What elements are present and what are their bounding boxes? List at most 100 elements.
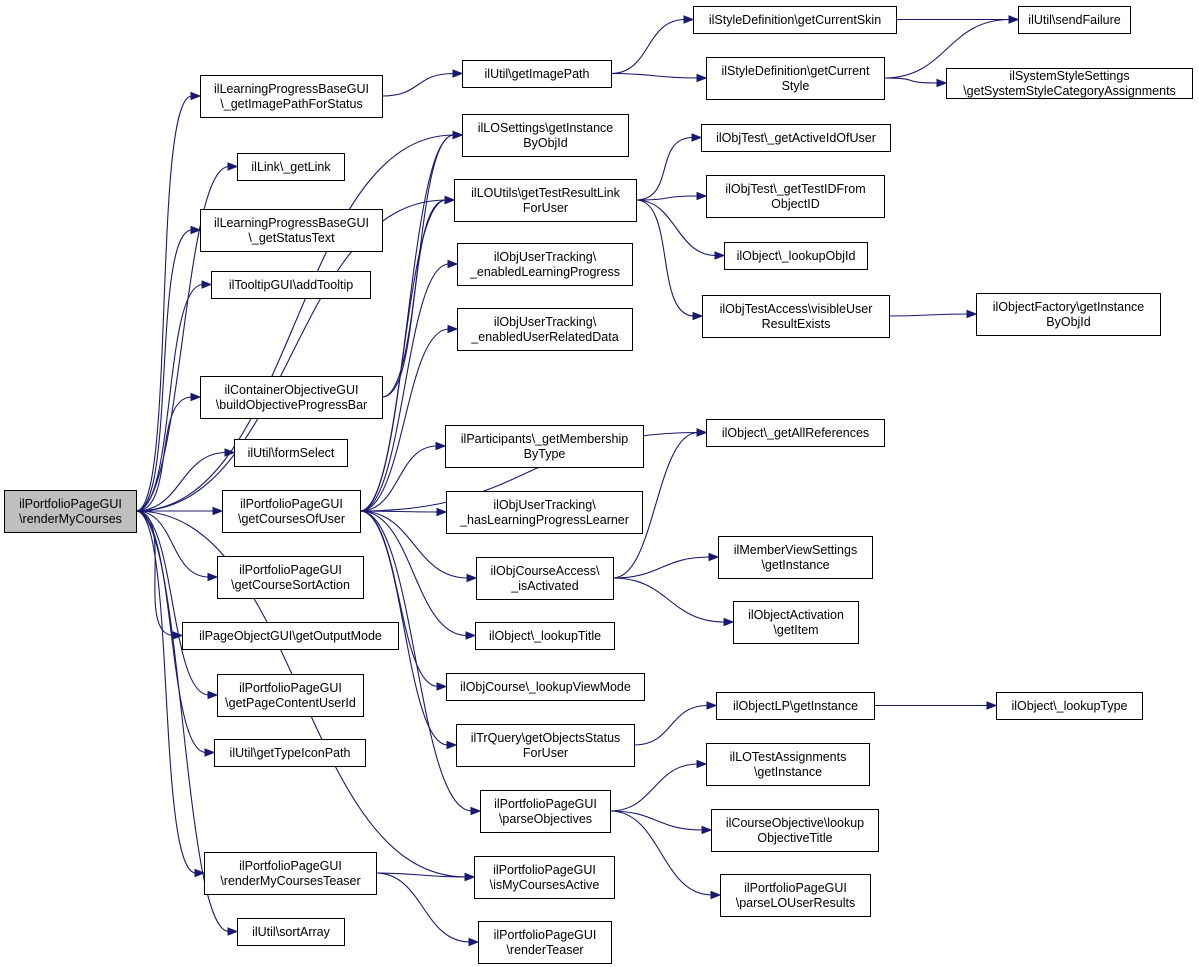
graph-node[interactable]: ilTooltipGUI\addTooltip	[211, 271, 371, 299]
call-edge	[612, 556, 711, 579]
graph-node[interactable]: ilPortfolioPageGUI\getCourseSortAction	[217, 556, 364, 599]
node-label: ilCourseObjective\lookup	[726, 816, 864, 830]
node-label: ForUser	[523, 746, 568, 760]
arrowhead	[204, 748, 216, 757]
node-box	[718, 536, 873, 579]
graph-node[interactable]: ilLink\_getLink	[237, 153, 345, 181]
node-label: ilObject\_getAllReferences	[722, 426, 869, 440]
node-box	[711, 809, 879, 852]
graph-node[interactable]: ilPortfolioPageGUI\renderMyCoursesTeaser	[204, 852, 377, 895]
node-label: \renderTeaser	[506, 943, 583, 957]
node-box	[706, 57, 885, 100]
call-edge	[135, 396, 193, 512]
node-label: ilPortfolioPageGUI	[493, 863, 596, 877]
arrowhead	[207, 690, 219, 700]
node-label: ilObjTestAccess\visibleUser	[720, 302, 873, 316]
graph-node[interactable]: ilUtil\sendFailure	[1018, 6, 1131, 34]
graph-node[interactable]: ilObjUserTracking\_enabledLearningProgre…	[457, 243, 633, 286]
graph-node[interactable]: ilPortfolioPageGUI\getPageContentUserId	[217, 674, 364, 717]
node-label: \getCoursesOfUser	[238, 512, 345, 526]
arrowhead	[708, 552, 720, 562]
node-label: ResultExists	[762, 317, 831, 331]
node-box	[701, 124, 891, 152]
graph-node[interactable]: ilSystemStyleSettings\getSystemStyleCate…	[946, 68, 1193, 99]
node-label: ilPortfolioPageGUI	[494, 928, 597, 942]
call-edge	[610, 72, 699, 79]
arrowhead	[452, 130, 464, 140]
graph-node[interactable]: ilStyleDefinition\getCurrentSkin	[693, 6, 897, 34]
node-box	[733, 601, 859, 644]
node-label: \_getImagePathForStatus	[220, 97, 362, 111]
graph-node[interactable]: ilObjUserTracking\_enabledUserRelatedDat…	[457, 308, 633, 351]
node-label: ilSystemStyleSettings	[1009, 69, 1129, 83]
arrowhead	[706, 701, 718, 710]
call-edge	[135, 283, 204, 512]
call-edge	[359, 134, 455, 512]
graph-node[interactable]: ilPortfolioPageGUI\renderTeaser	[478, 921, 612, 964]
node-label: \getPageContentUserId	[225, 696, 356, 710]
graph-node[interactable]: ilObjCourseAccess\_isActivated	[476, 557, 614, 600]
graph-node[interactable]: ilPortfolioPageGUI\isMyCoursesActive	[474, 856, 615, 899]
arrowhead	[468, 937, 480, 947]
node-label: ilObjTest\_getTestIDFrom	[725, 182, 865, 196]
graph-node[interactable]: ilObjectLP\getInstance	[716, 692, 875, 720]
call-edge	[135, 510, 210, 696]
node-label: ilUtil\sendFailure	[1028, 13, 1120, 27]
node-label: ilUtil\getTypeIconPath	[230, 746, 351, 760]
graph-node[interactable]: ilUtil\getTypeIconPath	[214, 739, 366, 767]
graph-node[interactable]: ilLearningProgressBaseGUI\_getImagePathF…	[200, 75, 383, 118]
node-label: ilTooltipGUI\addTooltip	[229, 278, 353, 292]
graph-node[interactable]: ilObjectActivation\getItem	[733, 601, 859, 644]
call-edge	[359, 328, 450, 512]
nodes-layer: ilPortfolioPageGUI\renderMyCourses ilLear…	[4, 6, 1193, 964]
graph-node[interactable]: ilObjUserTracking\_hasLearningProgressLe…	[446, 491, 643, 534]
graph-node[interactable]: ilObject\_lookupType	[996, 692, 1143, 720]
graph-node[interactable]: ilContainerObjectiveGUI\buildObjectivePr…	[200, 376, 383, 419]
graph-node[interactable]: ilLOTestAssignments\getInstance	[706, 743, 870, 786]
call-edge	[375, 872, 471, 943]
graph-node[interactable]: ilPortfolioPageGUI\parseLOUserResults	[720, 874, 871, 917]
node-label: ilObject\_lookupType	[1011, 699, 1127, 713]
call-edge	[609, 763, 699, 812]
graph-node[interactable]: ilUtil\sortArray	[237, 918, 345, 946]
arrowhead	[452, 69, 464, 78]
graph-node[interactable]: ilObjCourse\_lookupViewMode	[446, 673, 645, 701]
node-box	[237, 153, 345, 181]
graph-node[interactable]: ilPortfolioPageGUI\renderMyCourses	[4, 490, 137, 533]
arrowhead	[696, 73, 708, 83]
graph-node[interactable]: ilObject\_lookupTitle	[475, 622, 615, 650]
node-box	[182, 622, 399, 650]
arrowhead	[447, 259, 459, 269]
node-box	[724, 242, 868, 270]
graph-node[interactable]: ilPortfolioPageGUI\parseObjectives	[480, 790, 611, 833]
graph-node[interactable]: ilLearningProgressBaseGUI\_getStatusText	[200, 209, 383, 252]
arrowhead	[172, 631, 184, 640]
node-label: ForUser	[523, 201, 568, 215]
node-label: \renderMyCoursesTeaser	[220, 874, 360, 888]
graph-node[interactable]: ilUtil\getImagePath	[462, 60, 612, 88]
arrowhead	[190, 91, 202, 101]
graph-node[interactable]: ilPortfolioPageGUI\getCoursesOfUser	[222, 490, 361, 533]
node-label: ilObject\_lookupObjId	[737, 249, 856, 263]
graph-node[interactable]: ilMemberViewSettings\getInstance	[718, 536, 873, 579]
arrowhead	[710, 890, 722, 900]
graph-node[interactable]: ilObject\_lookupObjId	[724, 242, 868, 270]
graph-node[interactable]: ilPageObjectGUI\getOutputMode	[182, 622, 399, 650]
call-edge	[381, 199, 447, 398]
node-box	[446, 673, 645, 701]
graph-node[interactable]: ilObjTest\_getActiveIdOfUser	[701, 124, 891, 152]
node-label: ilObject\_lookupTitle	[489, 629, 601, 643]
graph-node[interactable]: ilUtil\formSelect	[234, 439, 348, 467]
graph-node[interactable]: ilObject\_getAllReferences	[706, 419, 885, 447]
node-label: \getInstance	[761, 558, 829, 572]
